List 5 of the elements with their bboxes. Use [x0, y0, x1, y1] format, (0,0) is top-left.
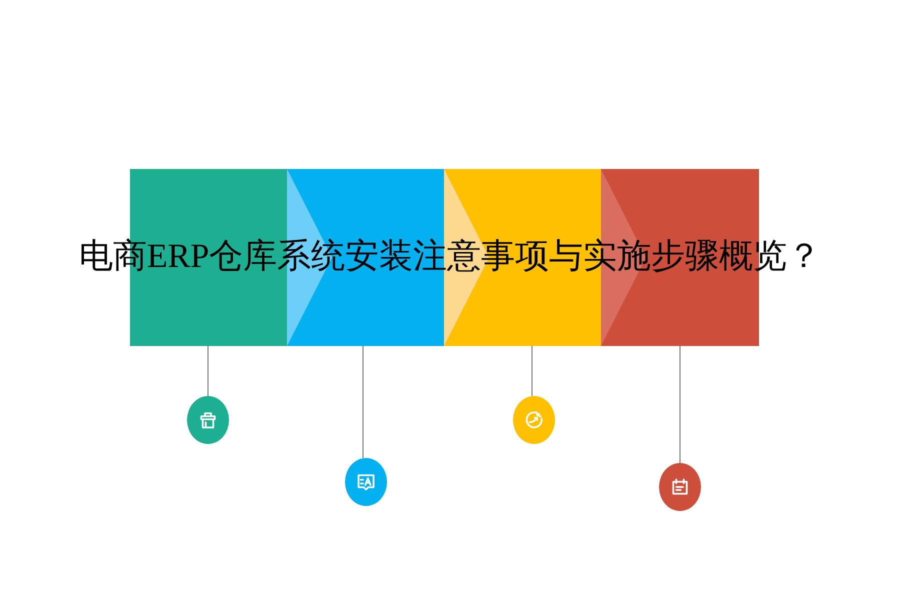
icon-circle: [513, 396, 555, 444]
icon-circle: [187, 396, 229, 444]
icon-circle: [345, 458, 387, 506]
icon-circle: [659, 463, 701, 511]
connector-line: [362, 346, 364, 458]
